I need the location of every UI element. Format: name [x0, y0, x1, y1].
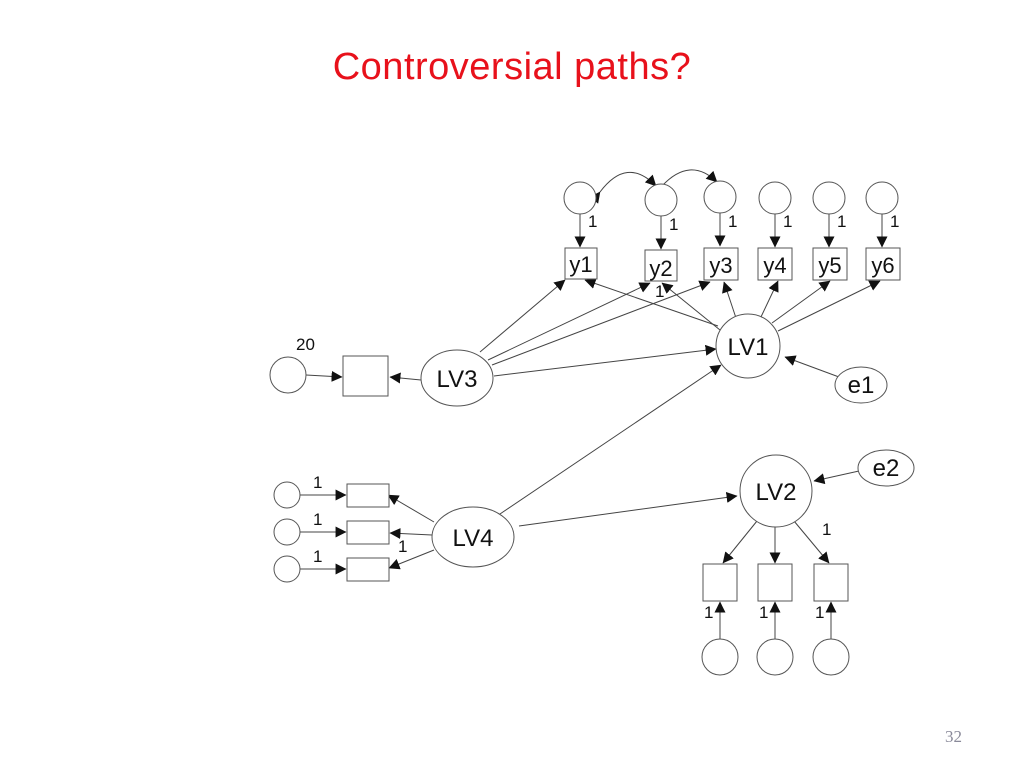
path-label-lv4-b: 1: [313, 510, 322, 529]
indicator-box-y1: [564, 247, 598, 280]
labels: LV1 LV2 LV3 LV4 e1 e2 y1 y2 y3 y4 y5 y6 …: [296, 212, 899, 622]
edge-err-lv3ind: [305, 370, 343, 382]
edge-lv1-y5: [771, 280, 831, 324]
lv2-indicator-box-a: [702, 563, 738, 602]
edge-lv4-lv1: [496, 364, 722, 517]
edge-lv4-lv4b: [389, 528, 433, 539]
lv4-error-circle-c: [273, 555, 301, 583]
edge-lv3-lv3ind: [389, 372, 422, 384]
latent-lv3-label: LV3: [437, 366, 478, 393]
latent-lv2-label: LV2: [756, 479, 797, 506]
error-circle-y6: [865, 181, 899, 215]
edge-e2-lv2: [813, 470, 860, 485]
edge-lv1-y4: [759, 280, 779, 320]
error-e2-label: e2: [873, 455, 900, 482]
error-circle-y2: [644, 183, 678, 217]
lv4-indicator-box-c: [346, 557, 390, 582]
indicator-y3-label: y3: [709, 253, 732, 278]
edge-lv3-y2: [487, 282, 651, 361]
error-circle-y3: [703, 180, 737, 214]
edge-lv4-lv4a: [387, 494, 435, 523]
latent-lv4-node: [431, 506, 515, 568]
lv2-indicator-box-b: [757, 563, 793, 602]
indicator-box-y5: [812, 247, 848, 281]
indicator-y1-label: y1: [569, 252, 592, 277]
edges: [300, 169, 888, 639]
indicator-y4-label: y4: [763, 253, 786, 278]
path-label-y4: 1: [783, 212, 792, 231]
path-label-y2: 1: [669, 215, 678, 234]
path-label-y5: 1: [837, 212, 846, 231]
path-label-lv2-loading: 1: [822, 520, 831, 539]
lv4-error-circle-b: [273, 518, 301, 546]
lv4-indicator-box-a: [346, 483, 390, 508]
latent-lv2-node: [739, 454, 813, 528]
path-label-lv4-a: 1: [313, 473, 322, 492]
error-circle-y5: [812, 181, 846, 215]
latent-lv3-node: [420, 349, 494, 407]
edge-lv1-y6: [777, 280, 881, 332]
path-label-y1: 1: [588, 212, 597, 231]
path-label-lv3-indicator: 20: [296, 335, 315, 354]
latent-lv4-label: LV4: [453, 525, 494, 552]
path-label-y3: 1: [728, 212, 737, 231]
indicator-y2-label: y2: [649, 256, 672, 281]
path-label-lv2-c: 1: [815, 603, 824, 622]
indicator-y5-label: y5: [818, 253, 841, 278]
edge-lv1-y2: [661, 282, 721, 331]
latent-lv1-node: [715, 313, 781, 379]
edge-lv1-y1: [584, 278, 719, 327]
edge-lv4-lv4c: [388, 549, 435, 570]
error-e1-node: [834, 366, 888, 404]
error-e2-node: [857, 449, 915, 487]
lv4-error-circle-a: [273, 481, 301, 509]
lv2-error-circle-b: [756, 638, 794, 676]
covariance-y1-y2: [589, 171, 657, 204]
indicator-y6-label: y6: [871, 253, 894, 278]
path-label-lv4-c: 1: [313, 547, 322, 566]
indicator-box-y3: [703, 247, 739, 281]
path-label-lv4-loading: 1: [398, 537, 407, 556]
path-label-lv2-a: 1: [704, 603, 713, 622]
lv3-indicator-box: [342, 355, 389, 397]
edge-e1-lv1: [784, 355, 840, 378]
path-label-lv2-b: 1: [759, 603, 768, 622]
latent-lv1-label: LV1: [728, 334, 769, 361]
edge-lv2-lv2c: [793, 520, 830, 564]
edge-lv3-y3: [491, 280, 711, 366]
edge-lv3-lv1: [493, 344, 717, 377]
edge-lv3-y1: [479, 279, 566, 353]
edge-lv1-y3: [722, 281, 737, 319]
error-circle-y1: [563, 181, 597, 215]
path-label-y6: 1: [890, 212, 899, 231]
lv3-error-circle: [269, 356, 307, 394]
indicator-box-y4: [757, 247, 793, 281]
indicator-box-y6: [865, 247, 901, 281]
slide-title: Controversial paths?: [332, 46, 692, 88]
page-number: 32: [945, 727, 962, 746]
lv2-error-circle-a: [701, 638, 739, 676]
covariance-y2-y3: [650, 169, 718, 198]
path-label-y2-extra: 1: [655, 282, 664, 301]
indicator-box-y2: [644, 249, 678, 282]
error-circle-y4: [758, 181, 792, 215]
lv2-indicator-box-c: [813, 563, 849, 602]
lv4-indicator-box-b: [346, 520, 390, 545]
edge-lv4-lv2: [518, 491, 738, 527]
error-e1-label: e1: [848, 372, 875, 399]
edge-lv2-lv2a: [722, 520, 758, 564]
lv2-error-circle-c: [812, 638, 850, 676]
